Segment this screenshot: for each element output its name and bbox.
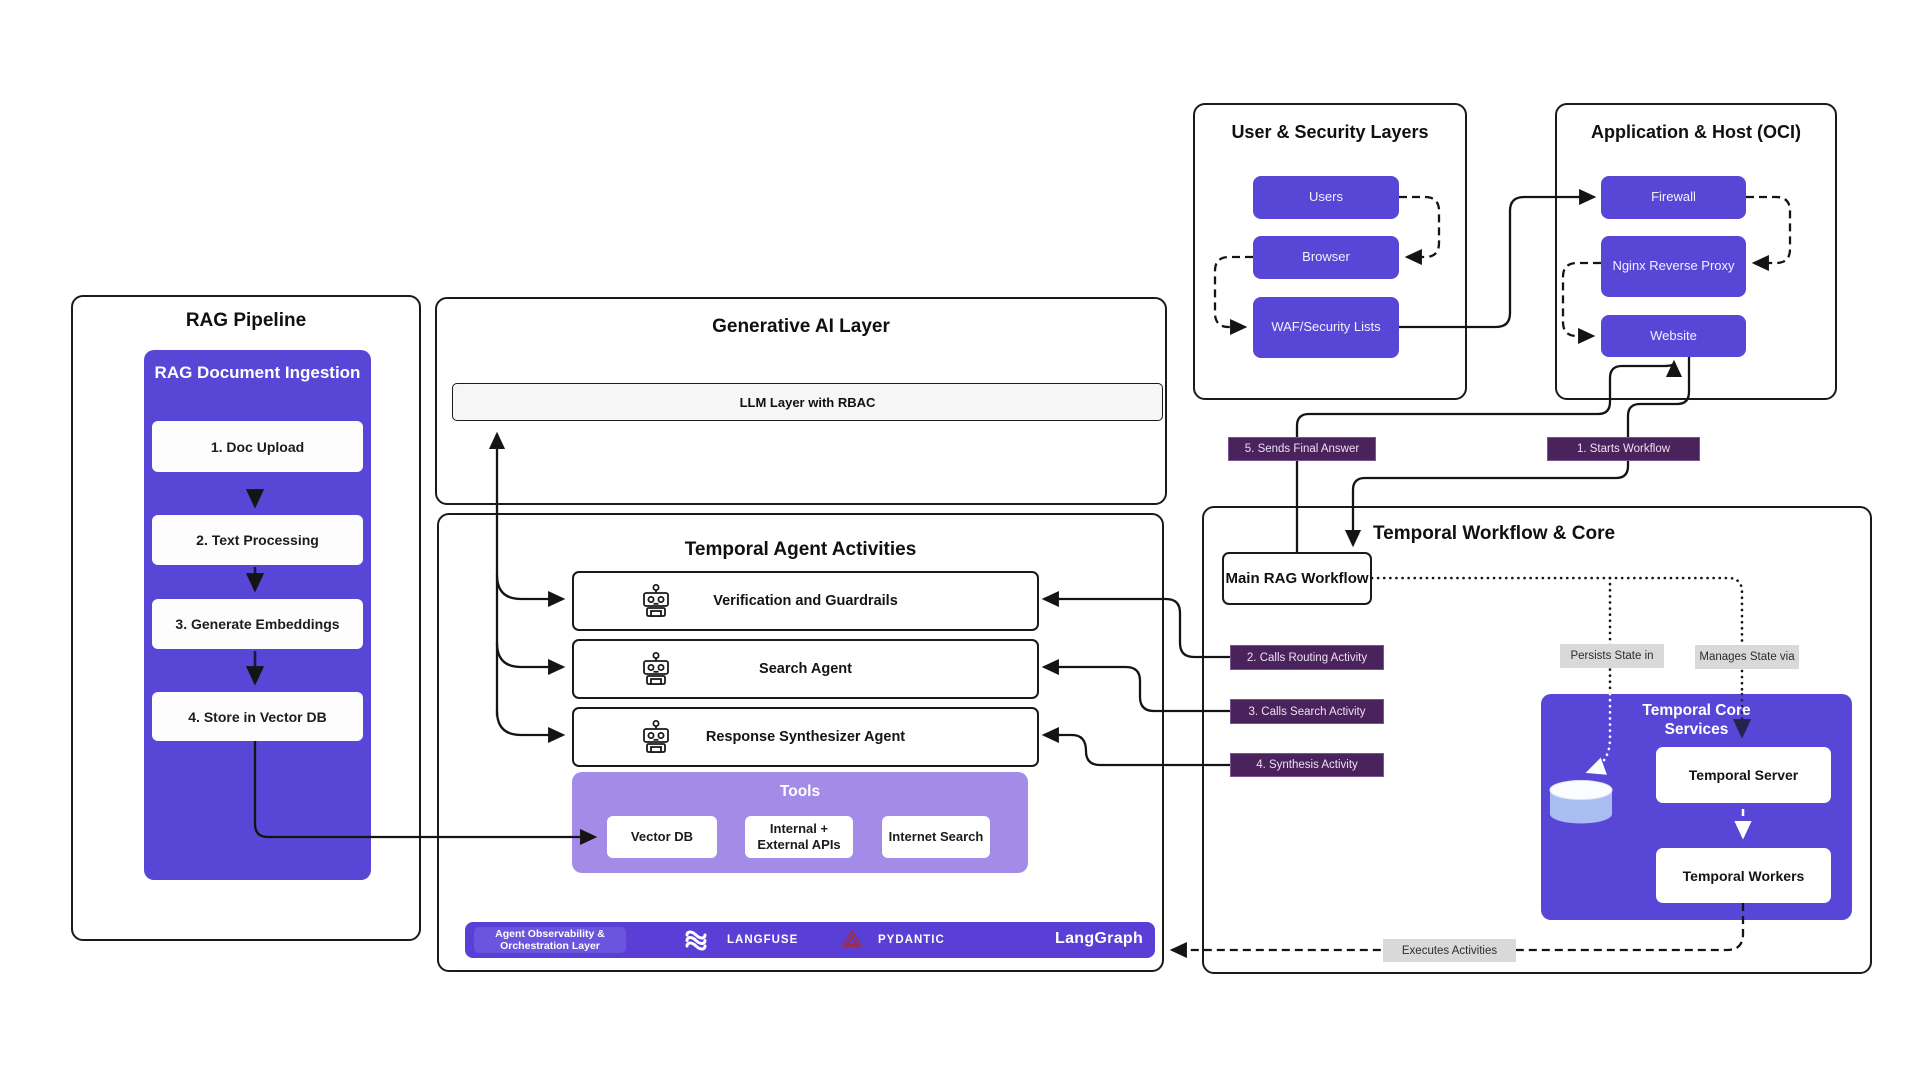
agent-label: Response Synthesizer Agent [705, 729, 906, 745]
robot-icon [643, 652, 669, 685]
section-title: Temporal Workflow & Core [1372, 523, 1616, 544]
section-title: User & Security Layers [1231, 122, 1429, 142]
observability-label: Agent Observability & Orchestration Laye… [474, 927, 626, 953]
node-browser: Browser [1253, 236, 1399, 279]
langgraph-wordmark: LangGraph [1055, 930, 1144, 947]
node-main-rag-workflow: Main RAG Workflow [1222, 552, 1372, 605]
node-website: Website [1601, 315, 1746, 357]
langfuse-logo-icon [685, 930, 707, 951]
panel-title: RAG Document Ingestion [154, 363, 361, 382]
tool-vector-db: Vector DB [607, 816, 717, 858]
node-users: Users [1253, 176, 1399, 219]
agent-search: Search Agent [572, 639, 1039, 699]
llm-layer-node: LLM Layer with RBAC [452, 383, 1163, 421]
section-title: Generative AI Layer [712, 316, 890, 337]
label-synthesis-activity: 4. Synthesis Activity [1230, 753, 1384, 777]
tool-internet-search: Internet Search [882, 816, 990, 858]
step-generate-embeddings: 3. Generate Embeddings [152, 599, 363, 649]
tool-internal-external-apis: Internal + External APIs [745, 816, 853, 858]
temporal-core-services-panel: Temporal Core Services Temporal Server T… [1541, 694, 1852, 920]
panel-title: Temporal Core Services [1642, 702, 1751, 738]
node-waf-security-lists: WAF/Security Lists [1253, 297, 1399, 358]
robot-icon [643, 720, 669, 753]
pydantic-wordmark: PYDANTIC [878, 934, 945, 946]
section-title: Application & Host (OCI) [1591, 122, 1801, 142]
section-title: Temporal Agent Activities [684, 539, 917, 560]
rag-document-ingestion-panel: RAG Document Ingestion 1. Doc Upload 2. … [144, 350, 371, 880]
robot-icon [643, 584, 669, 617]
label-sends-final-answer: 5. Sends Final Answer [1228, 437, 1376, 461]
observability-bar: Agent Observability & Orchestration Laye… [465, 922, 1155, 958]
node-firewall: Firewall [1601, 176, 1746, 219]
label-manages-state-via: Manages State via [1695, 645, 1799, 669]
agent-verification-guardrails: Verification and Guardrails [572, 571, 1039, 631]
label-calls-search-activity: 3. Calls Search Activity [1230, 699, 1384, 724]
node-nginx-reverse-proxy: Nginx Reverse Proxy [1601, 236, 1746, 297]
step-store-vector-db: 4. Store in Vector DB [152, 692, 363, 741]
label-starts-workflow: 1. Starts Workflow [1547, 437, 1700, 461]
label-calls-routing-activity: 2. Calls Routing Activity [1230, 645, 1384, 670]
temporal-server-node: Temporal Server [1656, 747, 1831, 803]
label-executes-activities: Executes Activities [1383, 939, 1516, 962]
section-title: RAG Pipeline [185, 310, 307, 331]
label-persists-state-in: Persists State in [1560, 644, 1664, 668]
agent-response-synthesizer: Response Synthesizer Agent [572, 707, 1039, 767]
tools-panel: Tools Vector DB Internal + External APIs… [572, 772, 1028, 873]
step-text-processing: 2. Text Processing [152, 515, 363, 565]
pydantic-logo-icon [841, 929, 863, 947]
agent-label: Verification and Guardrails [713, 593, 898, 609]
temporal-workers-node: Temporal Workers [1656, 848, 1831, 903]
langfuse-wordmark: LANGFUSE [727, 934, 799, 946]
panel-title: Tools [779, 783, 821, 800]
step-doc-upload: 1. Doc Upload [152, 421, 363, 472]
agent-label: Search Agent [759, 661, 852, 677]
